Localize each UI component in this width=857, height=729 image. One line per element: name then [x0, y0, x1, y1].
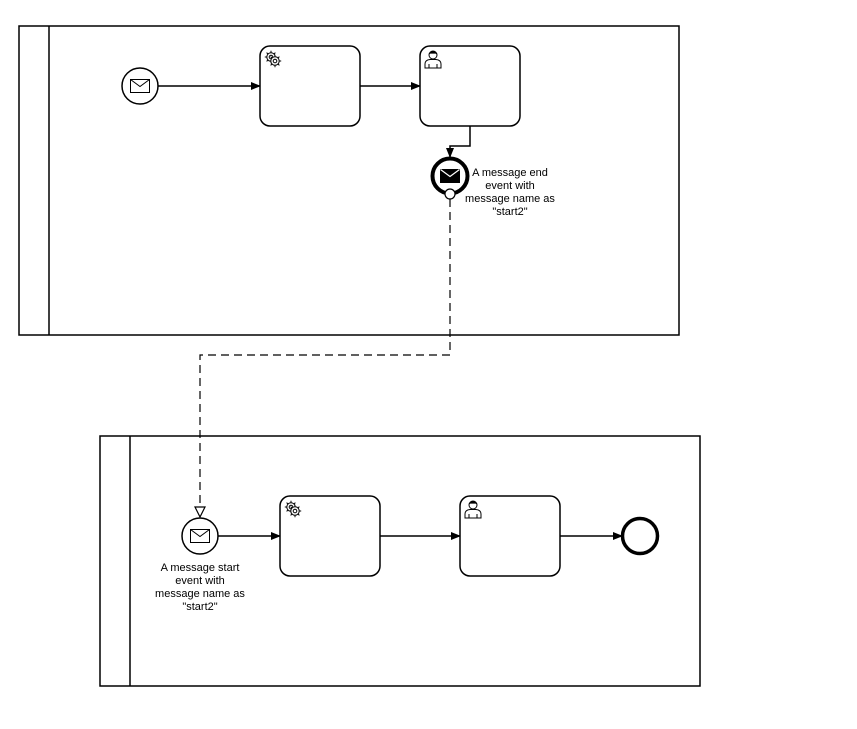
label-line: A message start: [161, 562, 240, 574]
message-start-event[interactable]: [181, 517, 219, 555]
message-flow[interactable]: [200, 188, 456, 517]
envelope-icon: [190, 529, 210, 543]
label-line: event with: [485, 180, 535, 192]
filled-envelope-icon: [440, 169, 460, 183]
user-task[interactable]: [459, 495, 561, 577]
message-flow-source-circle: [444, 188, 456, 200]
label-line: A message end: [472, 167, 548, 179]
label-line: "start2": [182, 601, 217, 613]
sequence-flow[interactable]: [446, 126, 471, 158]
envelope-icon: [130, 79, 150, 93]
message-end-event[interactable]: [430, 156, 470, 196]
label-line: message name as: [155, 588, 245, 600]
message-end-event-label: A message end event with message name as…: [465, 167, 555, 218]
pool-2[interactable]: [99, 435, 701, 687]
label-line: event with: [175, 575, 225, 587]
service-task[interactable]: [279, 495, 381, 577]
user-task[interactable]: [419, 45, 521, 127]
service-task[interactable]: [259, 45, 361, 127]
message-start-event-label: A message start event with message name …: [155, 562, 245, 613]
label-line: message name as: [465, 193, 555, 205]
end-event[interactable]: [620, 516, 660, 556]
label-line: "start2": [492, 206, 527, 218]
message-start-event[interactable]: [121, 67, 159, 105]
pool-1-sequence-flows: [158, 82, 471, 158]
